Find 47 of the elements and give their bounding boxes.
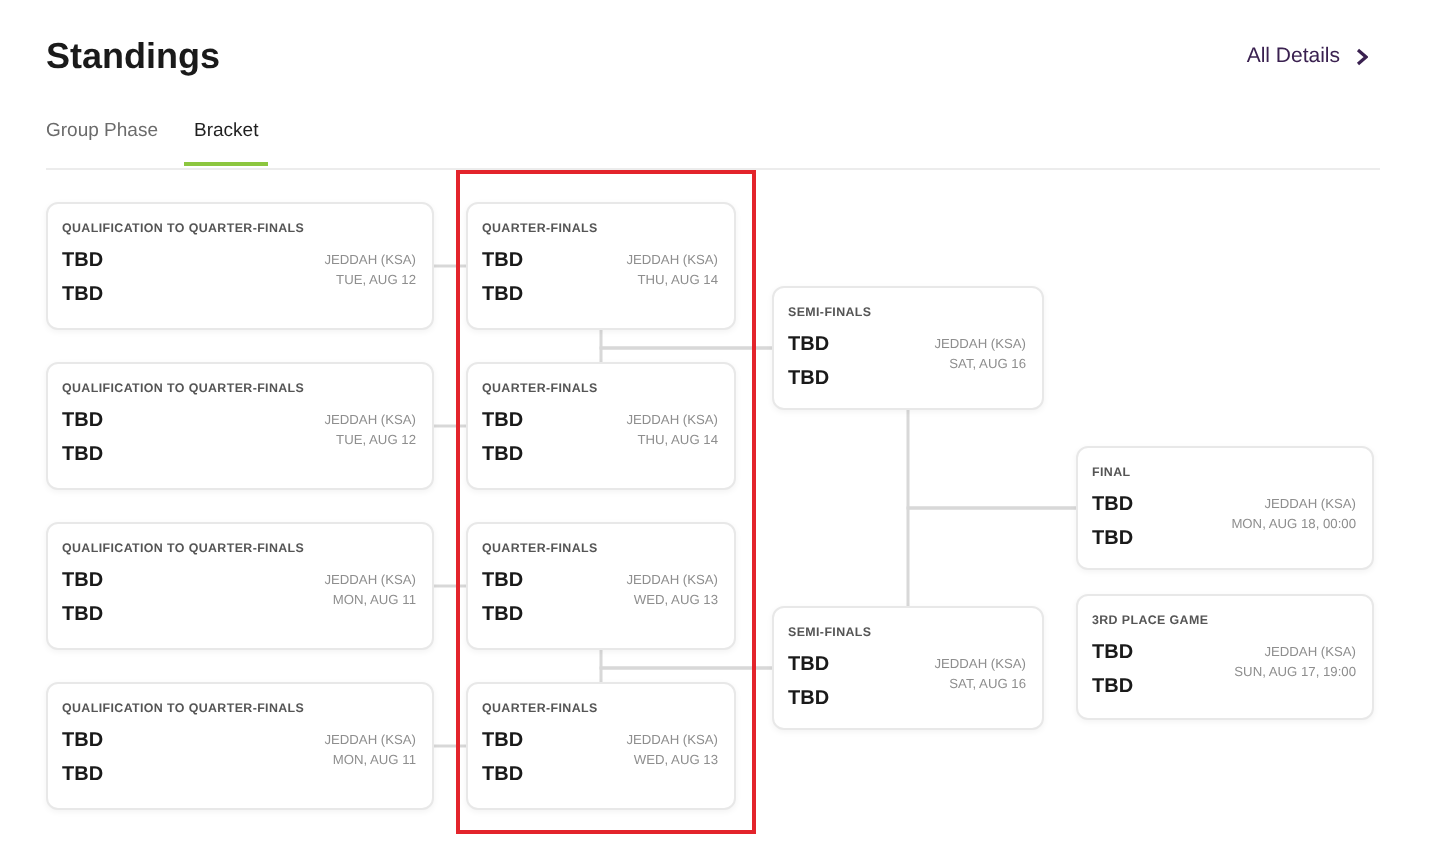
team-name: TBD [482,604,524,628]
team-name: TBD [62,410,104,434]
team-name: TBD [788,654,830,678]
team-name: TBD [1092,642,1134,666]
team-name: TBD [482,284,524,308]
connector-line [434,584,466,588]
team-name: TBD [1092,494,1134,518]
team-name: TBD [1092,528,1134,552]
match-card [466,202,736,330]
match-card [466,522,736,650]
team-name: TBD [482,570,524,594]
connector-line [434,424,466,428]
team-name: TBD [482,250,524,274]
tab-label: Group Phase [46,120,158,144]
team-name: TBD [62,284,104,308]
connector-line [434,264,466,268]
match-card [46,202,434,330]
match-card [772,286,1044,410]
connector-line [906,506,1076,606]
connector-line [434,744,466,748]
team-name: TBD [62,444,104,468]
team-name: TBD [62,604,104,628]
team-name: TBD [482,764,524,788]
team-name: TBD [788,368,830,392]
match-card [466,362,736,490]
connector-line [599,666,772,682]
match-card [466,682,736,810]
team-name: TBD [482,410,524,434]
team-name: TBD [62,730,104,754]
team-name: TBD [788,688,830,712]
team-name: TBD [62,250,104,274]
team-name: TBD [482,730,524,754]
team-name: TBD [1092,676,1134,700]
team-name: TBD [62,764,104,788]
team-name: TBD [482,444,524,468]
active-tab: Bracket [184,120,269,166]
match-card [46,522,434,650]
match-card [772,606,1044,730]
highlight-frame [456,170,756,834]
match-card [1076,446,1374,570]
team-name: TBD [62,570,104,594]
details-link: All Details [1246,44,1368,70]
match-card [46,362,434,490]
connector-line [599,346,772,362]
match-card [46,682,434,810]
page-title: Standings [46,36,221,76]
team-name: TBD [788,334,830,358]
